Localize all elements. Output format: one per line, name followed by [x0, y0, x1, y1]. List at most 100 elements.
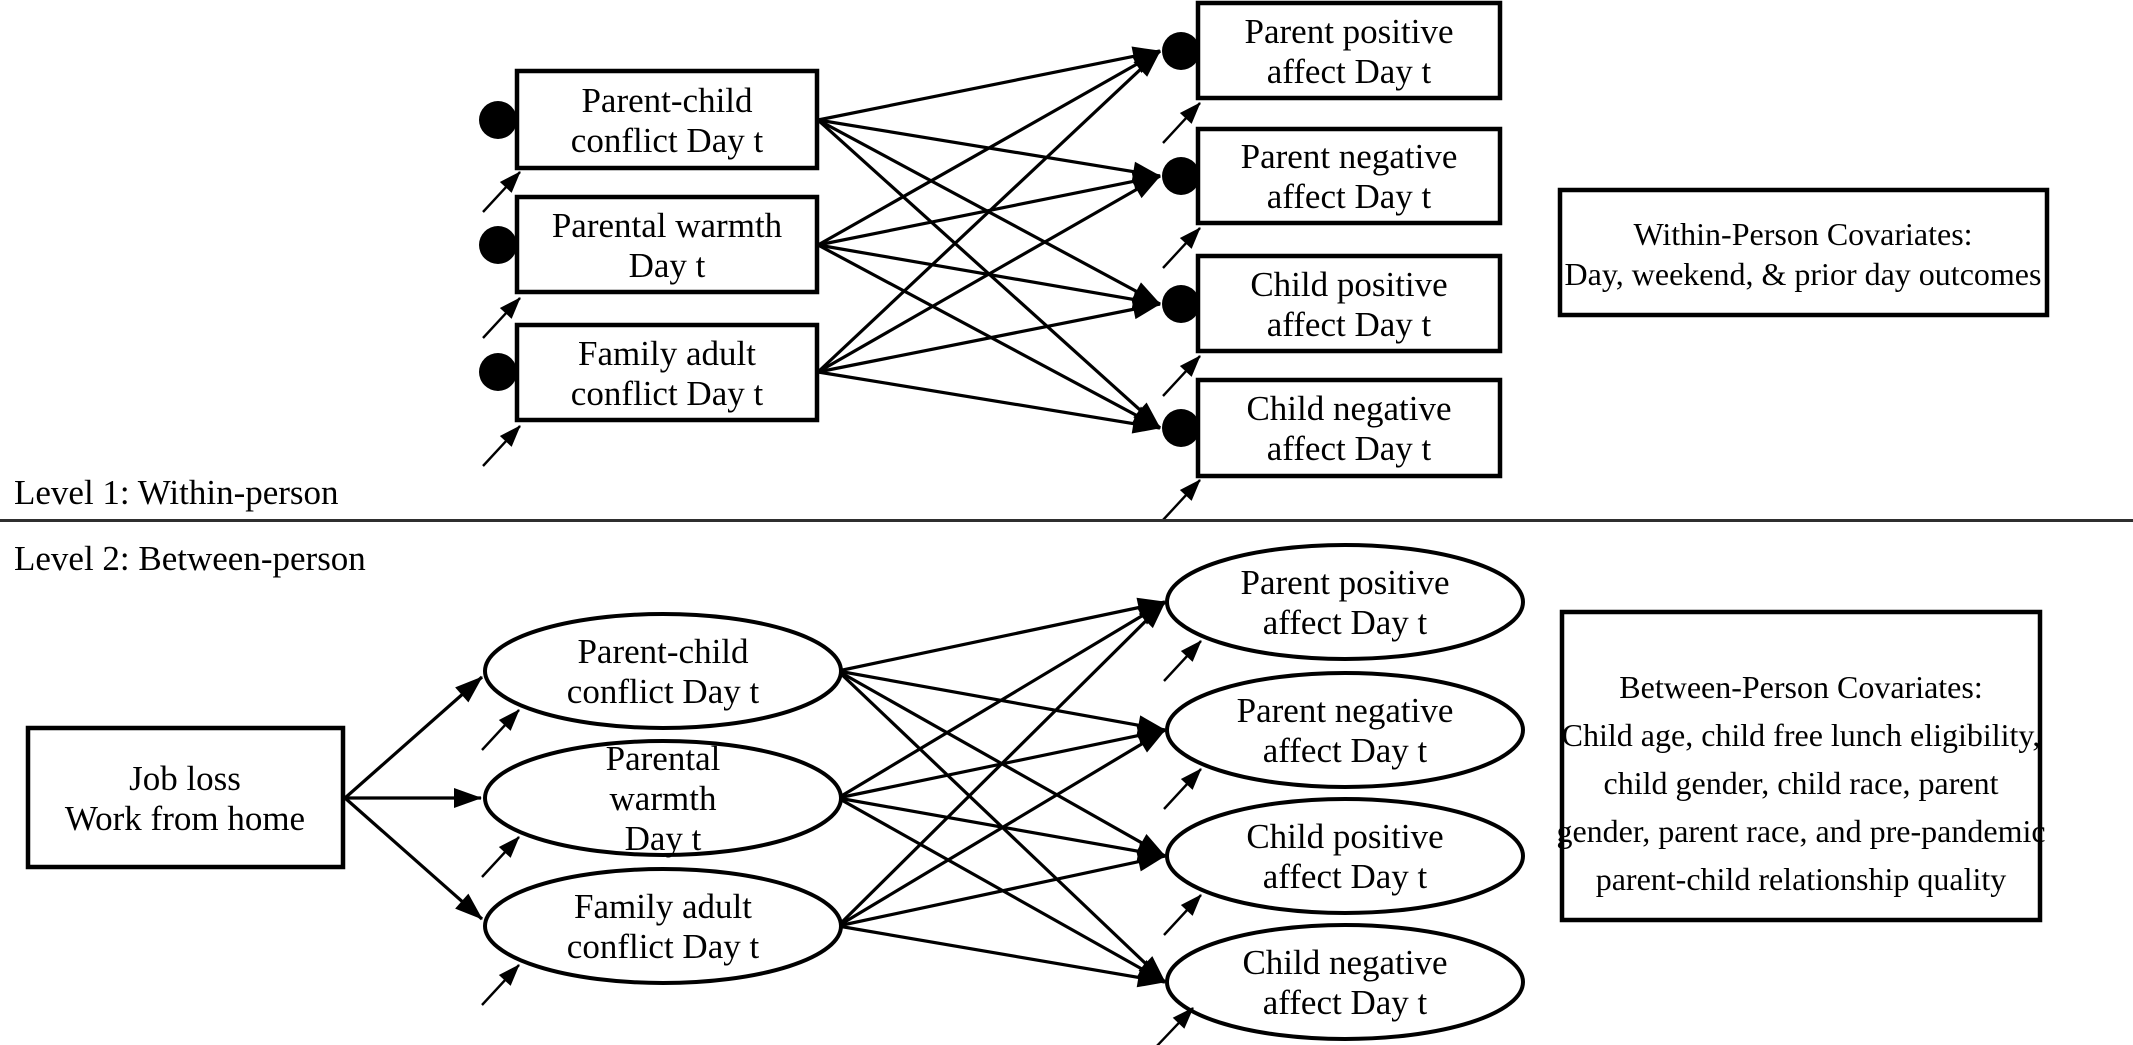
regression-path: [816, 49, 1162, 374]
node-label-line: conflict Day t: [567, 927, 760, 966]
l1-child-negative-affect-node: Child negative affect Day t: [1162, 377, 1503, 521]
regression-path: [837, 851, 1166, 928]
l2-job-loss-node: Job loss Work from home: [25, 725, 346, 870]
node-label-line: Parent-child: [577, 632, 749, 671]
node-box: [1195, 126, 1503, 226]
regression-path: [817, 370, 1161, 434]
regression-path: [817, 49, 1161, 247]
node-label-line: conflict Day t: [571, 121, 764, 160]
regression-path: [837, 728, 1166, 928]
node-box: [514, 322, 820, 423]
node-label-line: affect Day t: [1267, 429, 1432, 468]
random-intercept-dot: [1162, 409, 1200, 447]
node-ellipse: [483, 612, 843, 730]
covariates-box: [1559, 609, 2043, 923]
residual-arrow: [1163, 768, 1202, 810]
residual-arrow: [482, 297, 521, 339]
node-label-line: Child positive: [1250, 265, 1447, 304]
covariates-line: child gender, child race, parent: [1604, 765, 1999, 801]
covariates-line: Day, weekend, & prior day outcomes: [1565, 256, 2042, 292]
node-label-line: affect Day t: [1263, 731, 1428, 770]
level1-regression-paths: [816, 46, 1162, 434]
residual-arrow: [482, 425, 521, 467]
level2-section-label: Level 2: Between-person: [14, 539, 366, 578]
node-box: [1195, 377, 1503, 479]
residual-arrow: [1162, 227, 1201, 269]
l1-parental-warmth-node: Parental warmth Day t: [479, 194, 820, 339]
l2-parent-positive-affect-node: Parent positive affect Day t: [1163, 543, 1525, 682]
node-label-line: Day t: [629, 246, 706, 285]
covariates-line: Within-Person Covariates:: [1633, 216, 1972, 252]
regression-path: [837, 924, 1166, 988]
node-label-line: Job loss: [129, 759, 241, 798]
node-label-line: Child negative: [1246, 389, 1451, 428]
node-box: [1195, 0, 1503, 101]
node-label-line: Work from home: [65, 799, 305, 838]
residual-arrow: [1156, 1007, 1194, 1045]
regression-path: [837, 597, 1166, 673]
node-box: [514, 68, 820, 171]
random-intercept-dot: [1162, 32, 1200, 70]
node-label-line: Child negative: [1242, 943, 1447, 982]
residual-arrow: [1162, 479, 1201, 521]
l2-child-negative-affect-node: Child negative affect Day t: [1156, 923, 1525, 1045]
node-ellipse: [1165, 797, 1525, 915]
level1-section-label: Level 1: Within-person: [14, 473, 339, 512]
node-label-line: warmth: [610, 779, 717, 818]
effect-arrow: [343, 796, 484, 921]
effect-arrow: [343, 675, 484, 800]
residual-arrow: [1163, 640, 1202, 682]
node-label-line: affect Day t: [1267, 177, 1432, 216]
level2-exogenous-paths: [343, 675, 484, 921]
node-label-line: conflict Day t: [571, 374, 764, 413]
level2-regression-paths: [836, 597, 1167, 988]
covariates-line: gender, parent race, and pre-pandemic: [1556, 813, 2045, 849]
regression-path: [836, 600, 1167, 928]
regression-path: [837, 600, 1166, 800]
l2-covariates-box: Between-Person Covariates: Child age, ch…: [1556, 609, 2046, 923]
random-intercept-dot: [479, 101, 517, 139]
residual-arrow: [1162, 355, 1201, 397]
node-label-line: conflict Day t: [567, 672, 760, 711]
regression-path: [817, 299, 1161, 374]
covariates-line: parent-child relationship quality: [1596, 861, 2007, 897]
node-label-line: Family adult: [574, 887, 752, 926]
random-intercept-dot: [479, 226, 517, 264]
node-ellipse: [1165, 671, 1525, 789]
node-label-line: Parent-child: [581, 81, 753, 120]
node-ellipse: [483, 867, 843, 985]
residual-arrow: [1163, 894, 1202, 936]
random-intercept-dot: [1162, 285, 1200, 323]
level2-section: Level 2: Between-person Job loss: [14, 539, 2046, 1045]
node-ellipse: [1165, 923, 1525, 1041]
node-box: [25, 725, 346, 870]
random-intercept-dot: [1162, 157, 1200, 195]
node-label-line: Parent positive: [1245, 12, 1454, 51]
l2-family-adult-conflict-node: Family adult conflict Day t: [481, 867, 843, 1006]
node-box: [514, 194, 820, 295]
residual-arrow: [1162, 102, 1201, 144]
covariates-box: [1557, 187, 2050, 318]
regression-path: [817, 174, 1161, 374]
node-box: [1195, 253, 1503, 354]
node-ellipse: [483, 739, 843, 857]
node-label-line: Parental: [606, 739, 721, 778]
node-label-line: Parent positive: [1241, 563, 1450, 602]
residual-arrow: [481, 709, 520, 751]
l1-parent-positive-affect-node: Parent positive affect Day t: [1162, 0, 1503, 144]
l2-parent-child-conflict-node: Parent-child conflict Day t: [481, 612, 843, 751]
node-label-line: affect Day t: [1263, 857, 1428, 896]
node-label-line: Parental warmth: [552, 206, 783, 245]
l2-parental-warmth-node: Parental warmth Day t: [481, 739, 843, 878]
node-label-line: Parent negative: [1241, 137, 1458, 176]
node-label-line: Parent negative: [1237, 691, 1454, 730]
l2-parent-negative-affect-node: Parent negative affect Day t: [1163, 671, 1525, 810]
l1-covariates-box: Within-Person Covariates: Day, weekend, …: [1557, 187, 2050, 318]
node-label-line: affect Day t: [1267, 52, 1432, 91]
node-ellipse: [1165, 543, 1525, 661]
random-intercept-dot: [479, 353, 517, 391]
covariates-line: Child age, child free lunch eligibility,: [1562, 717, 2041, 753]
l2-child-positive-affect-node: Child positive affect Day t: [1163, 797, 1525, 936]
l1-child-positive-affect-node: Child positive affect Day t: [1162, 253, 1503, 397]
